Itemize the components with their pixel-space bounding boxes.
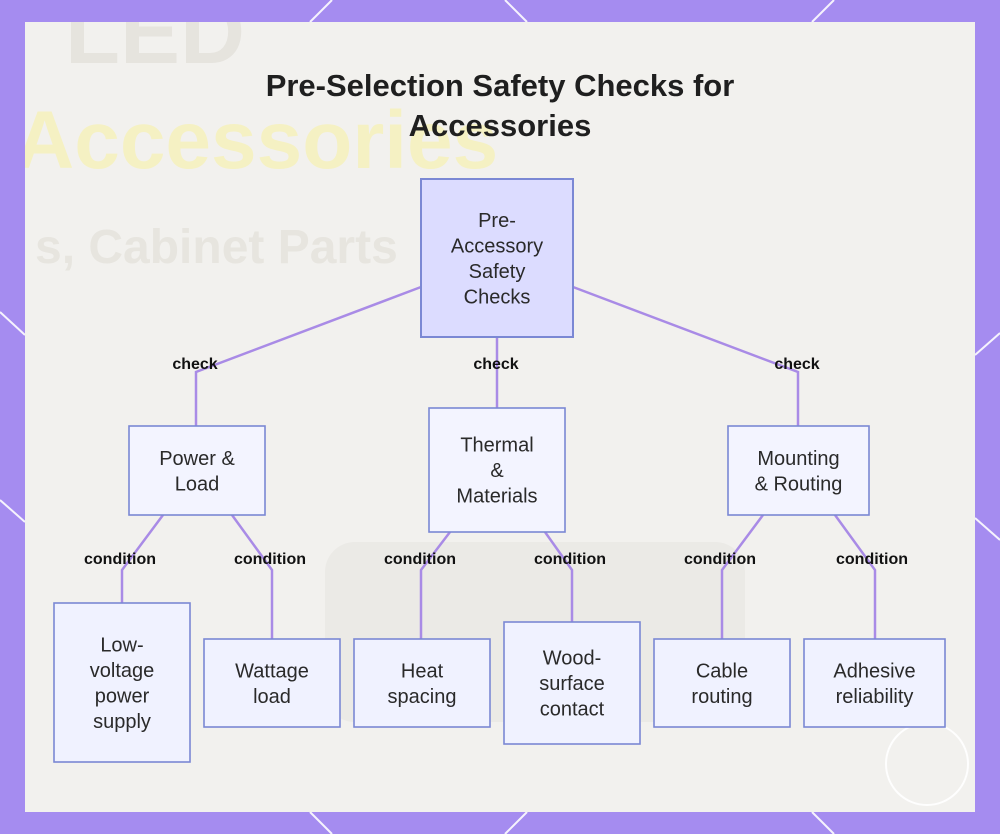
page-title-line-2: Accessories [409,108,592,143]
leaf-node-label-lowvolt: Low- [100,634,143,656]
category-node-label-mounting: Mounting [757,448,839,470]
edge-label-adhesive: condition [836,551,908,568]
edge-to-cable [720,514,765,639]
edge-to-lowvolt [120,514,165,603]
edge-to-heat [419,531,451,639]
leaf-node-wattage: Wattage load [203,638,341,728]
category-node-label-power: Load [175,473,220,495]
background-word-accessories: Accessories [25,95,499,186]
root-node-label-root: Safety [469,261,526,283]
edge-to-mounting [572,285,800,426]
edge-label-wood: condition [534,551,606,568]
category-node-label-thermal: Thermal [460,435,533,457]
category-node-mounting: Mounting & Routing [727,425,870,516]
leaf-node-cable: Cable routing [653,638,791,728]
root-node-label-root: Checks [464,286,531,308]
category-node-box-thermal [428,407,566,533]
category-node-label-power: Power & [159,448,235,470]
edge-labels-layer: check condition condition check condition con… [84,356,908,568]
leaf-node-label-heat: Heat [401,660,444,682]
leaf-node-lowvolt: Low-voltage power supply [53,602,191,763]
leaf-node-label-cable: routing [691,686,752,708]
edge-label-lowvolt: condition [84,551,156,568]
leaf-node-label-cable: Cable [696,660,748,682]
category-node-label-mounting: & Routing [755,473,843,495]
leaf-node-label-heat: spacing [388,686,457,708]
leaf-node-label-wattage: load [253,686,291,708]
edge-to-wood [543,531,574,622]
category-node-box-power [128,425,266,516]
leaf-node-label-adhesive: Adhesive [833,660,915,682]
edge-to-power [194,285,422,426]
leaf-node-heat: Heat spacing [353,638,491,728]
leaf-node-wood: Wood-surface contact [503,621,641,745]
edge-to-adhesive [833,514,877,639]
leaf-node-label-lowvolt: power [95,685,150,707]
category-node-thermal: Thermal & Materials [428,407,566,533]
edge-label-heat: condition [384,551,456,568]
edge-label-power: check [172,356,217,373]
leaf-node-label-lowvolt: voltage [90,660,155,682]
leaf-node-box-wood [503,621,641,745]
root-node-label-root: Pre- [478,210,516,232]
category-node-label-thermal: & [490,460,504,482]
background-word-led: LED [65,22,245,83]
leaf-node-box-heat [353,638,491,728]
leaf-node-label-lowvolt: supply [93,711,151,733]
edge-label-wattage: condition [234,551,306,568]
root-node-label-root: Accessory [451,235,543,257]
edge-label-cable: condition [684,551,756,568]
page-title-line-1: Pre-Selection Safety Checks for [266,68,735,103]
category-node-label-thermal: Materials [456,486,537,508]
leaf-node-box-lowvolt [53,602,191,763]
category-node-power: Power & Load [128,425,266,516]
edge-label-thermal: check [473,356,518,373]
leaf-node-label-wood: surface [539,673,605,695]
background-word-cabinet-parts: s, Cabinet Parts [35,221,398,274]
leaf-node-box-cable [653,638,791,728]
leaf-node-adhesive: Adhesive reliability [803,638,946,728]
category-node-box-mounting [727,425,870,516]
leaf-node-label-wattage: Wattage [235,660,309,682]
leaf-node-label-wood: contact [540,699,605,721]
edge-label-mounting: check [774,356,819,373]
leaf-node-box-adhesive [803,638,946,728]
edge-to-wattage [230,514,274,639]
root-node-box-root [420,178,574,338]
leaf-node-label-wood: Wood- [543,648,602,670]
leaf-node-box-wattage [203,638,341,728]
leaf-node-label-adhesive: reliability [836,686,914,708]
edges-layer [120,285,877,639]
